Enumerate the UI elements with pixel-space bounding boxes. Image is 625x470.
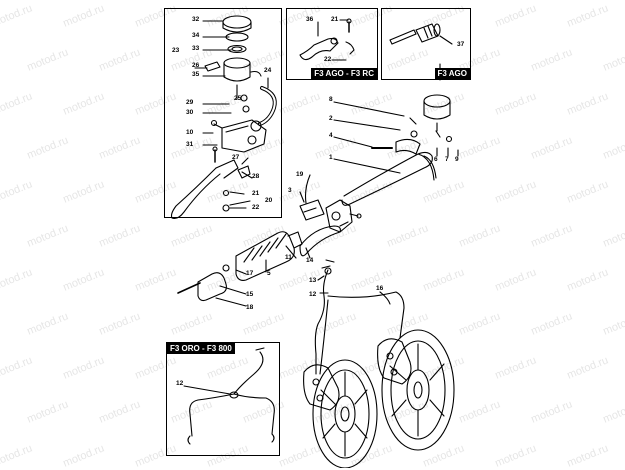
part-label: 33	[192, 45, 200, 52]
part-label: 28	[252, 173, 260, 180]
throttle-grip	[235, 231, 303, 281]
part-label: 32	[192, 16, 200, 23]
part-label: 19	[296, 171, 304, 178]
right-reservoir	[409, 94, 451, 132]
reservoir-cap	[222, 15, 252, 33]
part-label: 16	[376, 285, 384, 292]
part-label: 4	[329, 132, 333, 139]
part-label: 7	[445, 156, 449, 163]
lever-adjuster	[389, 23, 453, 45]
part-label: 22	[252, 204, 260, 211]
part-label: 13	[309, 277, 317, 284]
alternate-hose-set	[183, 347, 275, 445]
part-label: 8	[329, 96, 333, 103]
part-label: 12	[309, 291, 317, 298]
part-label: 3	[288, 187, 292, 194]
master-cylinder	[210, 119, 267, 153]
brake-caliper-left	[303, 364, 340, 411]
part-label: 21	[331, 16, 339, 23]
reservoir-bracket	[204, 61, 221, 72]
short-lever	[299, 18, 355, 61]
adjuster-inset-box: F3 AGO	[381, 8, 471, 80]
switch-housing	[299, 199, 362, 233]
brake-lever-front	[299, 221, 349, 257]
lever-kit-inset-box: F3 AGO - F3 RC	[286, 8, 378, 80]
part-label: 25	[234, 95, 242, 102]
part-label: 31	[186, 141, 194, 148]
part-label: 11	[285, 254, 292, 261]
brake-disc-left	[312, 359, 378, 468]
part-label: 17	[246, 270, 254, 277]
part-label: 37	[457, 41, 465, 48]
reservoir-ring	[227, 44, 247, 54]
brake-hose-lines	[314, 259, 405, 375]
part-label: 12	[176, 380, 184, 387]
part-label: 21	[252, 190, 260, 197]
part-label: 14	[306, 257, 314, 264]
adjuster-inset-title: F3 AGO	[434, 68, 470, 79]
part-label: 1	[329, 154, 333, 161]
part-label: 30	[186, 109, 194, 116]
part-label: 2	[329, 115, 333, 122]
part-label: 35	[192, 71, 200, 78]
part-label: 22	[324, 56, 332, 63]
hose-inset-title: F3 ORO - F3 800	[167, 343, 235, 354]
part-label: 27	[232, 154, 240, 161]
part-label: 10	[186, 129, 194, 136]
master-cylinder-inset-box	[164, 8, 282, 218]
part-label: 15	[246, 291, 254, 298]
hose-inset-box: F3 ORO - F3 800	[166, 342, 280, 456]
part-label: 9	[455, 156, 459, 163]
part-label: 29	[186, 99, 194, 106]
brake-caliper-right	[377, 338, 412, 385]
lever-kit-inset-title: F3 AGO - F3 RC	[311, 68, 377, 79]
part-label: 36	[306, 16, 314, 23]
part-label: 20	[265, 197, 273, 204]
part-label: 26	[192, 62, 200, 69]
handlebar	[341, 151, 437, 206]
part-label: 18	[246, 304, 254, 311]
part-label: 23	[172, 47, 180, 54]
brake-lever	[170, 146, 251, 219]
bar-end-weight	[177, 264, 230, 302]
handlebar-clamp	[395, 138, 421, 155]
fluid-reservoir	[223, 57, 262, 100]
part-label: 5	[267, 270, 271, 277]
brake-disc-right	[381, 329, 455, 451]
part-label: 24	[264, 67, 272, 74]
part-label: 34	[192, 32, 200, 39]
part-label: 6	[434, 156, 438, 163]
